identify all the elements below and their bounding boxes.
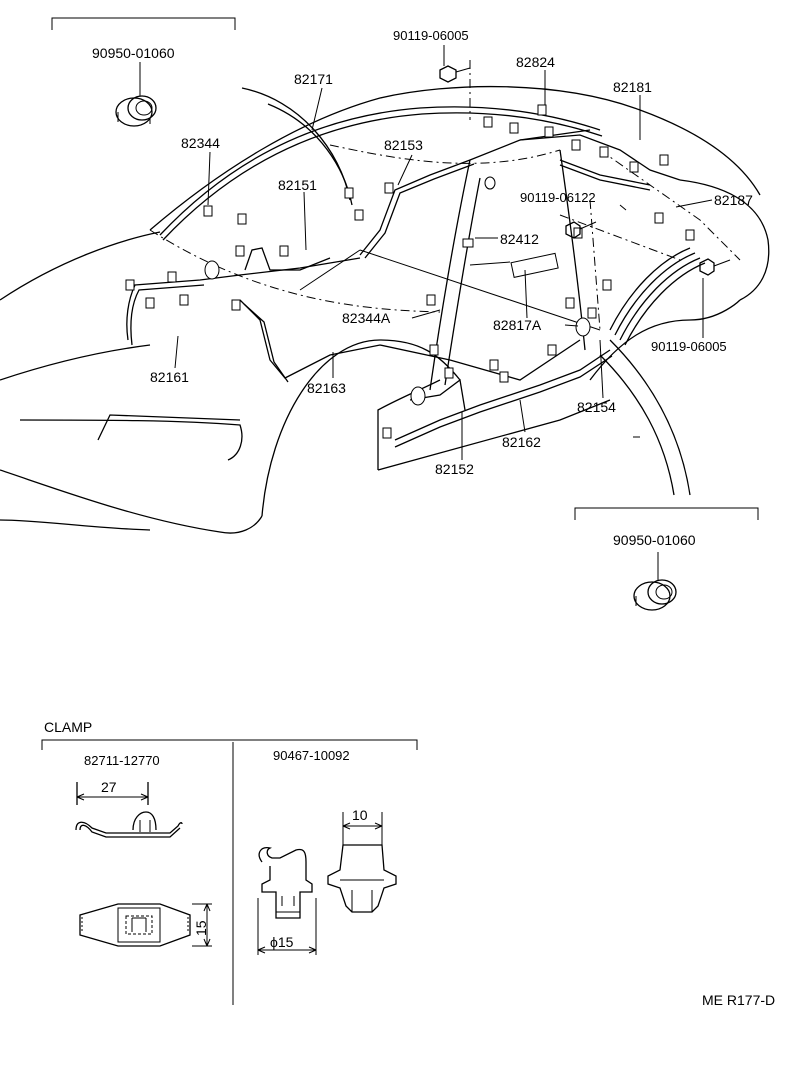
clamp-right-hook-icon: [257, 847, 317, 955]
label-82344: 82344: [181, 135, 220, 151]
label-bolt-top: 90119-06005: [393, 28, 469, 43]
clamp-part-left: 82711-12770: [84, 753, 160, 768]
label-bolt-right: 90119-06005: [651, 339, 727, 354]
label-82412: 82412: [500, 231, 539, 247]
label-82824: 82824: [516, 54, 555, 70]
grommet-top-icon: [115, 95, 157, 127]
clamp-left-top-icon: [79, 903, 212, 947]
clamp-title: CLAMP: [44, 719, 92, 735]
label-82187: 82187: [714, 192, 753, 208]
grommet-top-bracket: [51, 17, 236, 30]
label-bolt-mid: 90119-06122: [520, 190, 596, 205]
label-82154: 82154: [577, 399, 616, 415]
clamp-right-clip-icon: [327, 812, 397, 913]
clamp-dim-diameter: ϕ15: [270, 934, 294, 950]
label-82153: 82153: [384, 137, 423, 153]
clamp-left-side-icon: [75, 782, 183, 838]
clamp-dim-top: 10: [352, 807, 368, 823]
label-grommet-top: 90950-01060: [92, 45, 175, 61]
leader-lines: [139, 45, 713, 580]
connectors: [125, 65, 731, 439]
car-body-outline: [0, 60, 770, 534]
clamp-bracket: [41, 739, 418, 750]
clamp-part-right: 90467-10092: [273, 748, 350, 763]
clamp-dim-height: 15: [193, 920, 209, 936]
label-82181: 82181: [613, 79, 652, 95]
footer-code: ME R177-D: [702, 992, 775, 1008]
label-82161: 82161: [150, 369, 189, 385]
label-82162: 82162: [502, 434, 541, 450]
clamp-dim-width: 27: [101, 779, 117, 795]
label-82344A: 82344A: [342, 310, 391, 326]
label-grommet-bottom: 90950-01060: [613, 532, 696, 548]
label-82163: 82163: [307, 380, 346, 396]
label-82152: 82152: [435, 461, 474, 477]
label-82151: 82151: [278, 177, 317, 193]
grommet-bottom-icon: [633, 579, 677, 611]
part-labels: 90950-01060 90119-06005 82824 82171 8218…: [92, 28, 753, 548]
clamp-section: CLAMP 82711-12770 90467-10092 27 15: [41, 719, 418, 1005]
grommet-bottom-bracket: [574, 507, 759, 520]
label-82817A: 82817A: [493, 317, 542, 333]
label-82171: 82171: [294, 71, 333, 87]
